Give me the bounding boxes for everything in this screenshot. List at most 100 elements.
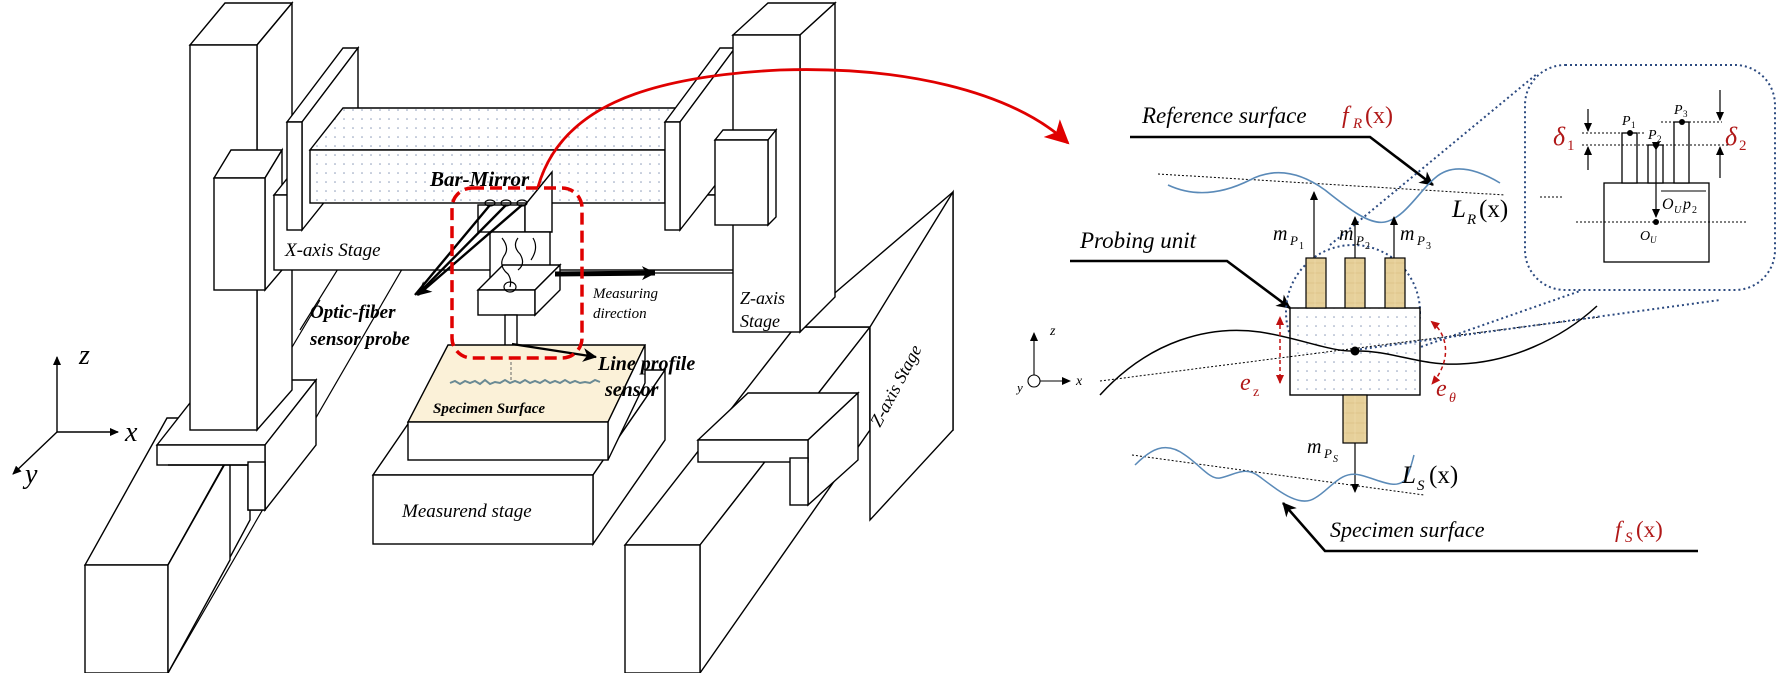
sub: P (1323, 446, 1332, 461)
sub: 1 (1631, 120, 1636, 130)
m: m (1339, 223, 1353, 245)
mP2-label: m P 2 (1339, 223, 1370, 252)
LR-label: L R (x) (1451, 196, 1508, 228)
P: P (1621, 114, 1631, 129)
probe-assembly (476, 170, 562, 360)
probing-unit-label: Probing unit (1079, 228, 1197, 253)
subsub: S (1333, 454, 1338, 465)
axis-triad-left: z x y (12, 340, 138, 490)
etheta-arrow (1430, 320, 1447, 385)
P2-label: P 2 (1647, 128, 1662, 144)
z-axis-stage-column-label-2: Stage (740, 311, 780, 331)
P: P (1647, 128, 1657, 143)
measuring-direction-label-2: direction (593, 306, 647, 322)
m: m (1273, 223, 1287, 245)
left-panel-machine: z x y Bar-Mirror X-axis Stage Optic-fibe… (12, 1, 1070, 673)
rotation-center-dot (1350, 346, 1360, 356)
measurend-stage-label: Measurend stage (401, 501, 532, 522)
x-axis-stage-label: X-axis Stage (284, 240, 381, 261)
probe-P2 (1344, 257, 1366, 309)
reference-surface-label: Reference surface (1141, 103, 1307, 128)
right-carriage (713, 128, 778, 227)
func-sub: R (1352, 116, 1362, 132)
reference-surface-leader (1130, 135, 1434, 187)
func-arg: (x) (1636, 517, 1663, 542)
specimen-surface-leader (1282, 502, 1698, 553)
axis-z-label-right: z (1049, 324, 1056, 339)
delta: δ (1553, 122, 1566, 151)
etheta-label: e θ (1436, 376, 1456, 406)
probe-P1 (1305, 257, 1327, 309)
delta1-label: δ 1 (1553, 122, 1575, 154)
line-profile-label-2: sensor (604, 379, 659, 401)
LS-label: L S (x) (1401, 462, 1458, 494)
mP1-label: m P 1 (1273, 223, 1304, 252)
optic-fiber-label-2: sensor probe (309, 329, 410, 350)
specimen-block (406, 344, 647, 461)
axis-x-label: x (124, 417, 138, 448)
inset-detail: δ 1 δ 2 P 1 P 2 P 3 O U (1524, 64, 1776, 291)
sub: U (1674, 205, 1682, 216)
m: m (1400, 223, 1414, 245)
z-axis-stage-column-label-1: Z-axis (740, 288, 785, 308)
LS-sub: S (1417, 478, 1425, 494)
subsub: 1 (1299, 241, 1304, 252)
right-column-foot (696, 391, 860, 507)
LR-arg: (x) (1479, 196, 1508, 223)
OUp2-label: O U p 2 (1662, 196, 1697, 216)
left-carriage (212, 147, 284, 292)
axis-z-label: z (78, 340, 90, 371)
line-profile-label-1: Line profile (597, 353, 695, 375)
sub: P (1416, 233, 1425, 248)
LS-L: L (1401, 462, 1416, 489)
measuring-direction-label-1: Measuring (592, 286, 658, 302)
specimen-fit-line (1131, 454, 1425, 496)
p: p (1682, 196, 1691, 213)
subsub: 3 (1426, 241, 1431, 252)
func-arg: (x) (1365, 103, 1393, 129)
specimen-surface-func: f S (x) (1615, 517, 1663, 546)
sub: P (1355, 233, 1364, 248)
inset-frame (1524, 64, 1776, 291)
sub: 2 (1739, 138, 1747, 154)
e: e (1240, 370, 1251, 396)
LR-L: L (1451, 196, 1466, 223)
specimen-surface-label: Specimen surface (1330, 517, 1485, 542)
sub: 3 (1683, 109, 1688, 119)
LS-arg: (x) (1429, 462, 1458, 489)
P3-label: P 3 (1673, 103, 1688, 119)
right-mirror-holder (663, 45, 737, 233)
sub: 2 (1657, 134, 1662, 144)
O: O (1662, 196, 1674, 213)
func-f: f (1342, 103, 1352, 129)
OU-label: O U (1640, 229, 1657, 245)
e: e (1436, 376, 1447, 402)
bar-mirror (308, 107, 692, 204)
sub: θ (1449, 391, 1456, 406)
axis-y-label: y (22, 459, 38, 490)
axis-triad-right: z x y (1015, 324, 1083, 395)
probing-unit-leader (1070, 259, 1291, 310)
P: P (1673, 103, 1683, 118)
LR-sub: R (1466, 212, 1476, 228)
specimen-surface-wave (1134, 446, 1415, 502)
func-f: f (1615, 517, 1625, 542)
measuring-direction-arrow (554, 266, 656, 281)
mP3-label: m P 3 (1400, 223, 1431, 252)
P1-label: P 1 (1621, 114, 1636, 130)
delta2-label: δ 2 (1725, 122, 1747, 154)
reference-surface-func: f R (x) (1342, 103, 1393, 132)
specimen-surface-label: Specimen Surface (433, 401, 545, 417)
bar-mirror-label: Bar-Mirror (429, 167, 530, 191)
zoom-connector-arrow (536, 68, 1070, 188)
reference-fit-line (1157, 173, 1506, 196)
m: m (1307, 436, 1321, 458)
delta: δ (1725, 122, 1738, 151)
func-sub: S (1625, 530, 1633, 546)
probe-highlight-box (450, 186, 584, 360)
probe-P3 (1384, 257, 1406, 309)
optic-fiber-label-1: Optic-fiber (310, 302, 396, 323)
sub: P (1289, 233, 1298, 248)
reference-surface-wave (1167, 168, 1501, 224)
sub: z (1253, 385, 1259, 400)
